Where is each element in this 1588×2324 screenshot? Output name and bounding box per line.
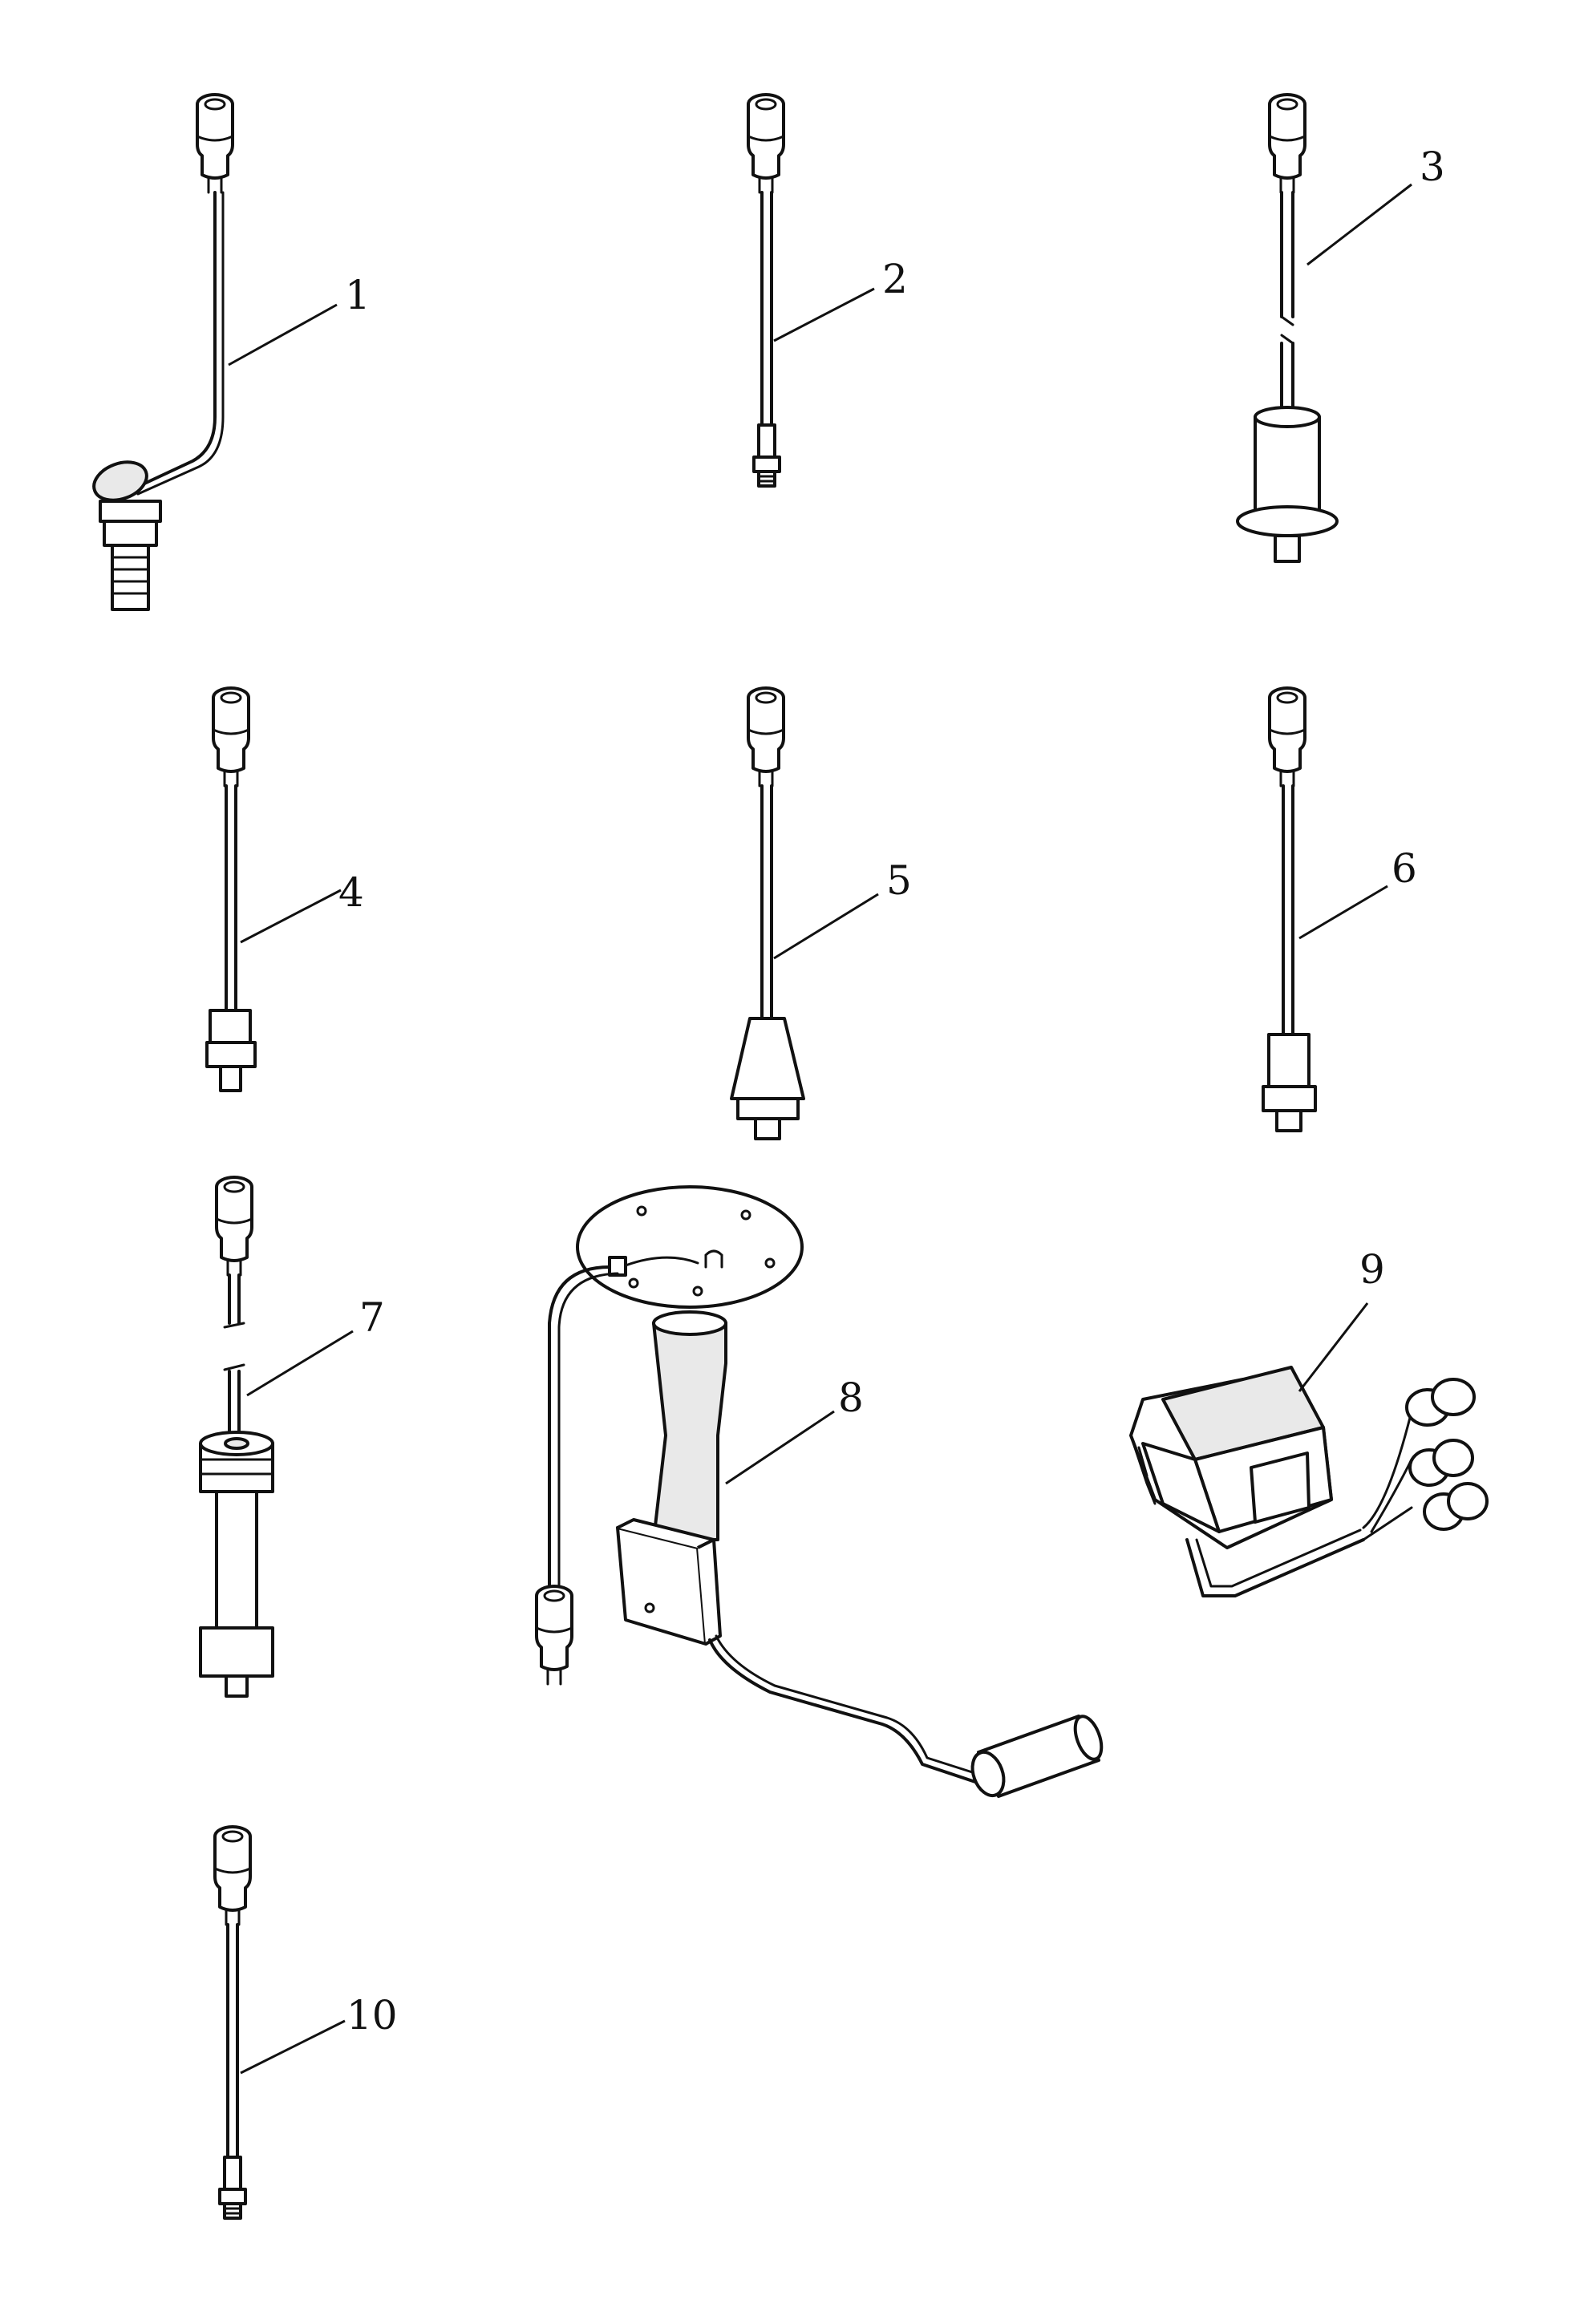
leader-5	[773, 893, 879, 960]
leader-9	[1298, 1302, 1369, 1392]
part-4-switch	[205, 686, 257, 1092]
callout-8: 8	[838, 1375, 864, 1421]
leader-1	[228, 303, 338, 366]
leader-8	[725, 1410, 835, 1485]
callout-9: 9	[1359, 1246, 1385, 1293]
callout-6: 6	[1392, 845, 1417, 892]
part-2-sensor	[747, 93, 785, 488]
part-1-temperature-sensor	[92, 93, 234, 611]
part-3-level-sensor	[1236, 93, 1339, 563]
part-6-switch	[1262, 686, 1317, 1132]
leader-7	[246, 1330, 354, 1397]
part-5-switch	[730, 686, 805, 1140]
part-7-sensor	[199, 1176, 274, 1698]
leader-6	[1298, 885, 1388, 940]
callout-1: 1	[345, 272, 371, 318]
part-8-fuel-level-gauge	[535, 1185, 1104, 1798]
leader-2	[773, 287, 875, 342]
leader-4	[240, 889, 342, 944]
callout-7: 7	[359, 1294, 385, 1341]
leader-10	[240, 2019, 346, 2075]
callout-10: 10	[346, 1992, 398, 2039]
callout-4: 4	[338, 869, 364, 916]
callout-2: 2	[882, 256, 908, 302]
callout-3: 3	[1420, 144, 1445, 190]
part-10-sensor	[213, 1825, 252, 2220]
leader-3	[1306, 183, 1412, 266]
callout-5: 5	[886, 857, 912, 904]
part-9-relay-unit	[1129, 1366, 1489, 1597]
